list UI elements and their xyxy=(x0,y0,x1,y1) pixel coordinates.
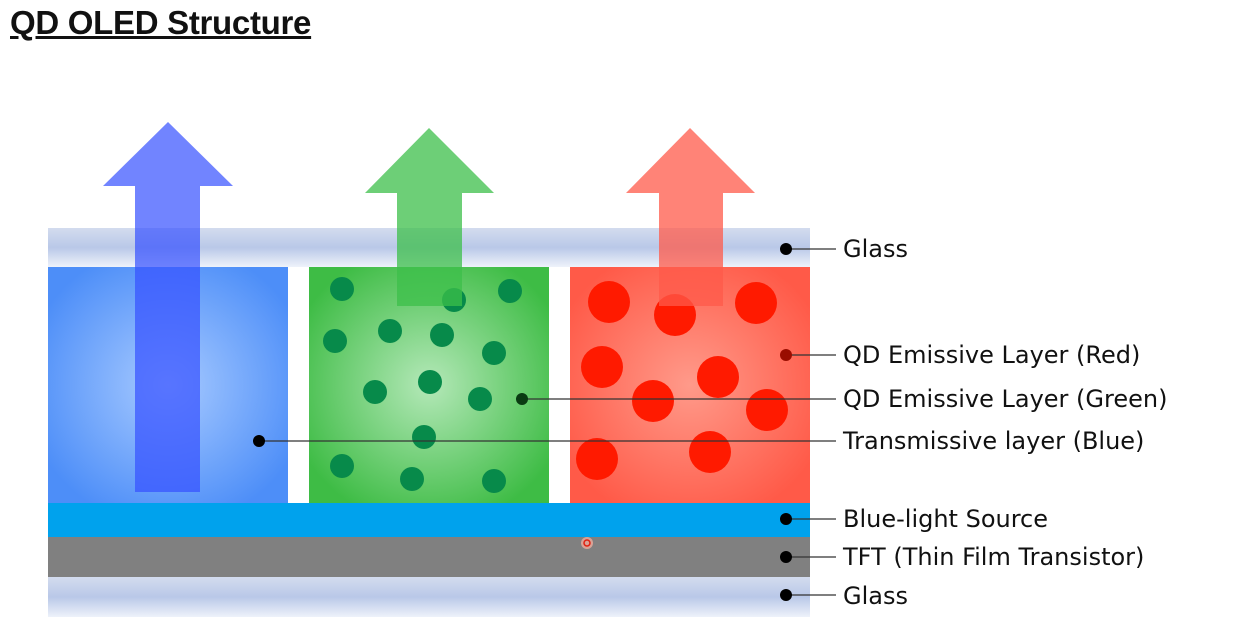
red-light-arrow-icon xyxy=(626,128,755,306)
label-qd-red: QD Emissive Layer (Red) xyxy=(843,341,1140,369)
label-blue-light-source: Blue-light Source xyxy=(843,505,1048,533)
blue-light-source-layer xyxy=(48,503,810,537)
label-qd-green: QD Emissive Layer (Green) xyxy=(843,385,1167,413)
label-glass-top: Glass xyxy=(843,235,908,263)
label-tft: TFT (Thin Film Transistor) xyxy=(842,543,1144,571)
leader-dots xyxy=(253,243,792,601)
blue-light-arrow-icon xyxy=(103,122,233,492)
leader-lines xyxy=(259,248,836,596)
green-light-arrow-icon xyxy=(365,128,494,306)
tft-layer xyxy=(48,537,810,577)
page-title: QD OLED Structure xyxy=(10,4,312,41)
label-transmissive-blue: Transmissive layer (Blue) xyxy=(842,427,1144,455)
label-glass-bottom: Glass xyxy=(843,582,908,610)
glass-bottom-layer xyxy=(48,577,810,617)
